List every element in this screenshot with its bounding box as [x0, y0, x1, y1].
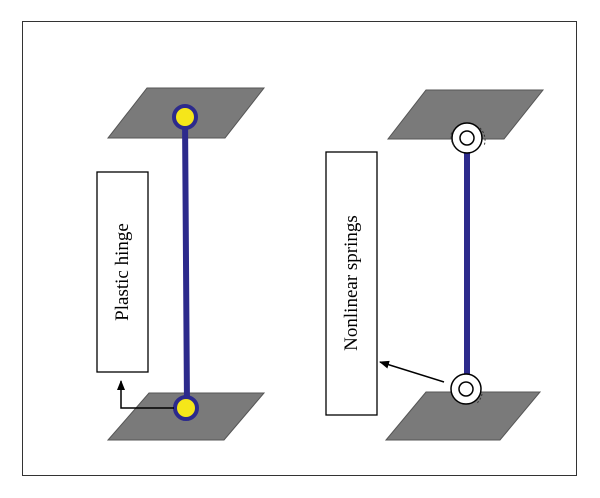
right-bottom-plate	[384, 391, 542, 441]
right-model: Nonlinear springs	[325, 89, 545, 441]
left-top-hinge-icon	[172, 104, 198, 130]
right-top-plate	[386, 89, 545, 140]
left-column	[182, 114, 190, 410]
nonlinear-springs-arrow	[379, 360, 445, 383]
nonlinear-springs-label: Nonlinear springs	[341, 215, 362, 351]
left-model: Plastic hinge	[96, 87, 266, 441]
plastic-hinge-arrow	[117, 380, 174, 409]
nonlinear-springs-label-box	[325, 151, 378, 416]
plastic-hinge-label: Plastic hinge	[112, 223, 133, 321]
right-top-spring-icon	[450, 122, 486, 154]
plastic-hinge-label-box	[96, 171, 149, 373]
left-bottom-hinge-icon	[173, 395, 199, 421]
right-bottom-spring-icon	[450, 373, 483, 405]
